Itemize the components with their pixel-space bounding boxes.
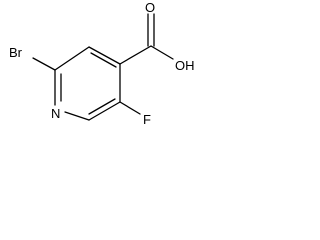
molecule-structure: Br N O OH F — [9, 0, 195, 127]
bond-c5-f — [119, 101, 141, 115]
atom-label-n: N — [51, 106, 60, 121]
atom-label-br: Br — [9, 45, 23, 60]
bond-c5-c6 — [88, 101, 121, 121]
bond-c2-br — [32, 57, 56, 71]
bond-c5-c6-inner — [88, 98, 116, 115]
bond-c3-c4 — [88, 46, 121, 65]
pyridine-ring — [54, 46, 121, 121]
substituent-bonds — [32, 13, 174, 115]
bond-c3-c4-inner — [90, 52, 117, 68]
bond-c4-ccooh — [119, 45, 152, 65]
bond-c2-c3 — [54, 46, 90, 71]
bond-c-oh — [150, 45, 174, 60]
bond-c6-n — [64, 111, 90, 121]
atom-label-o: O — [145, 0, 155, 15]
atom-labels: Br N O OH F — [9, 0, 195, 127]
atom-label-f: F — [143, 112, 151, 127]
atom-label-oh: OH — [175, 58, 195, 73]
